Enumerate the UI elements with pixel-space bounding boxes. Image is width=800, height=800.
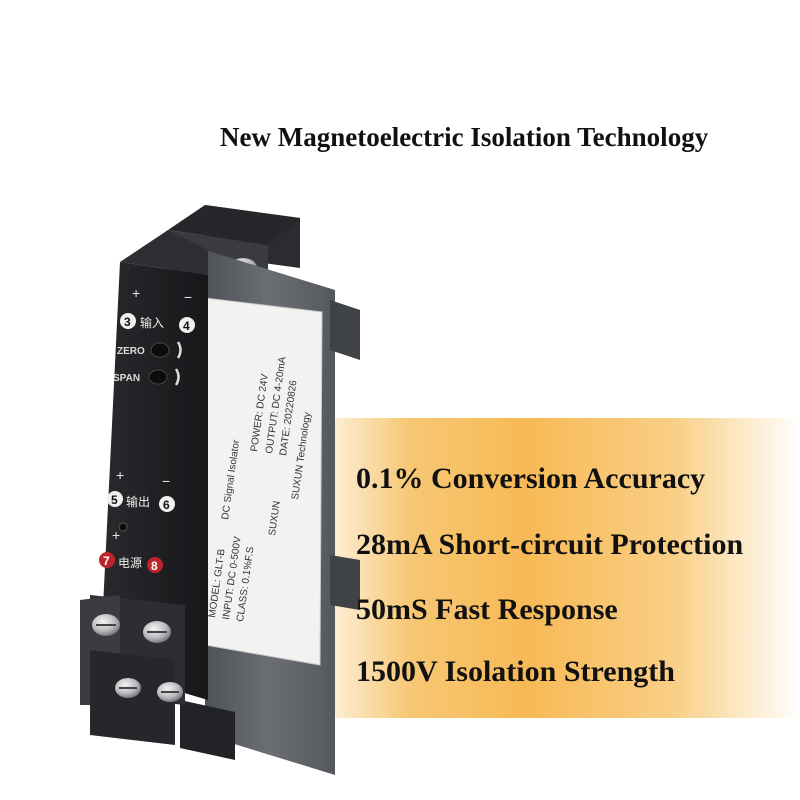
zero-label: ZERO bbox=[117, 346, 145, 357]
feature-response: 50mS Fast Response bbox=[356, 593, 618, 626]
terminal-number-3: 3 bbox=[124, 315, 131, 329]
front-panel-markings: + − 3 输入 4 ZERO SPAN + − 5 输出 6 + 7 电源 bbox=[99, 285, 195, 573]
terminal-number-6: 6 bbox=[163, 498, 170, 512]
plus-sign: + bbox=[116, 467, 124, 483]
feature-short-circuit: 28mA Short-circuit Protection bbox=[356, 528, 744, 561]
terminal-number-8: 8 bbox=[151, 559, 158, 573]
terminal-number-7: 7 bbox=[103, 554, 110, 568]
side-label-line8: SUXUN bbox=[267, 500, 283, 536]
din-clip bbox=[330, 300, 360, 360]
adjust-arrow-icon bbox=[176, 341, 182, 359]
power-label: 电源 bbox=[118, 556, 142, 570]
headline: New Magnetoelectric Isolation Technology bbox=[220, 122, 709, 152]
feature-isolation: 1500V Isolation Strength bbox=[356, 655, 675, 688]
output-label: 输出 bbox=[126, 494, 150, 509]
span-adjust-knob-icon[interactable] bbox=[148, 369, 168, 385]
bottom-foot bbox=[180, 700, 235, 760]
zero-adjust-knob-icon[interactable] bbox=[150, 342, 170, 358]
status-led-icon bbox=[118, 522, 128, 532]
minus-sign: − bbox=[184, 289, 192, 305]
din-clip bbox=[330, 555, 360, 610]
bottom-terminal-block bbox=[80, 595, 185, 745]
front-panel bbox=[100, 262, 208, 700]
feature-accuracy: 0.1% Conversion Accuracy bbox=[356, 462, 706, 495]
orange-gradient-panel bbox=[300, 418, 800, 718]
side-label-sticker: DC Signal Isolator MODEL: GLT-B INPUT: D… bbox=[204, 297, 323, 666]
span-label: SPAN bbox=[113, 373, 140, 384]
terminal-number-4: 4 bbox=[183, 319, 190, 333]
terminal-number-5: 5 bbox=[111, 493, 118, 507]
plus-sign: + bbox=[132, 285, 140, 301]
plus-sign: + bbox=[112, 527, 120, 543]
adjust-arrow-icon bbox=[174, 368, 180, 386]
minus-sign: − bbox=[162, 473, 170, 489]
input-label: 输入 bbox=[140, 315, 164, 330]
